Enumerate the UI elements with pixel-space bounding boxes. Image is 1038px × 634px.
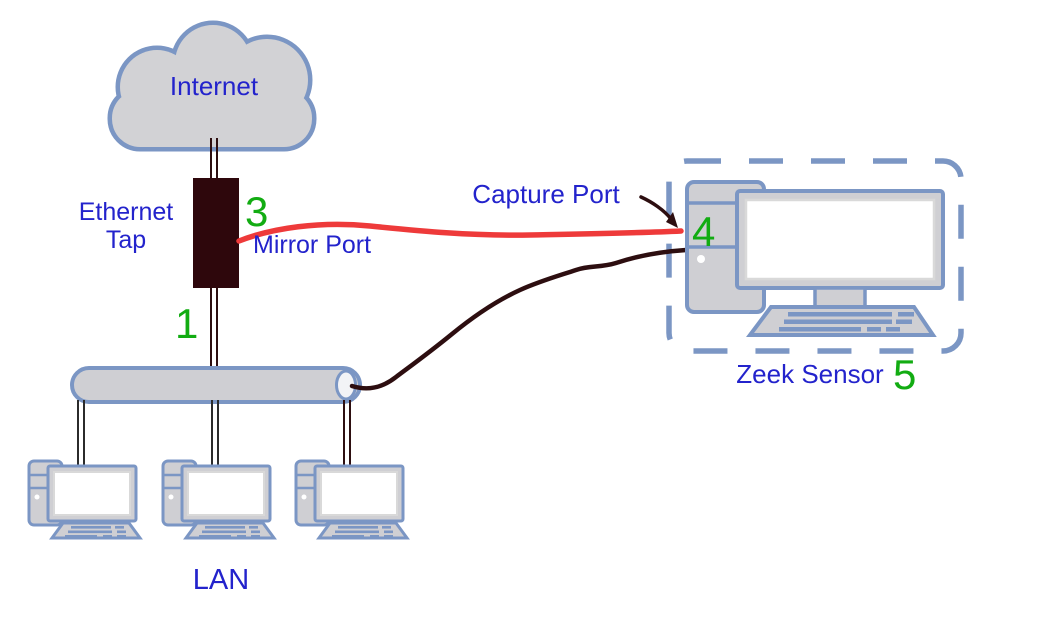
cloud-fill: [112, 25, 312, 147]
lan-drop-cable-maroon: [343, 400, 351, 467]
ethernet-tap-label: Ethernet Tap: [79, 198, 174, 254]
arrowhead: [666, 212, 678, 228]
ethernet-tap-icon: [193, 178, 239, 288]
lan-drop-cables-black: [77, 400, 219, 467]
step-4-number: 4: [692, 208, 715, 255]
internet-uplink-cable: [210, 138, 218, 180]
capture-port-arrow: [639, 195, 678, 228]
lan-label: LAN: [193, 564, 249, 596]
zeek-sensor-label: Zeek Sensor: [736, 359, 884, 389]
capture-port-label: Capture Port: [472, 179, 620, 209]
step-1-number: 1: [175, 300, 198, 347]
zeek-sensor-computer-icon: [685, 180, 945, 337]
lan-bus-icon: [70, 366, 362, 404]
step-5-number: 5: [893, 351, 916, 398]
lan-to-sensor-cable: [349, 247, 689, 391]
mirror-port-label: Mirror Port: [253, 231, 371, 259]
keyboard-keys: [779, 312, 914, 332]
internet-cloud-icon: Internet: [107, 20, 317, 152]
workstation-icon: [161, 459, 276, 540]
workstation-icon: [27, 459, 142, 540]
tower-power-led: [697, 255, 705, 263]
workstation-icon: [294, 459, 409, 540]
step-3-number: 3: [245, 188, 268, 235]
ethernet-tap-label-line1: Ethernet: [79, 198, 174, 226]
mirror-port-cable: [236, 221, 684, 244]
ethernet-tap-label-line2: Tap: [106, 226, 146, 254]
internet-label: Internet: [170, 71, 259, 101]
monitor-screen: [744, 198, 936, 281]
zeek-sensor-enclosure: [666, 158, 964, 354]
tap-to-lan-cable: [210, 286, 218, 371]
